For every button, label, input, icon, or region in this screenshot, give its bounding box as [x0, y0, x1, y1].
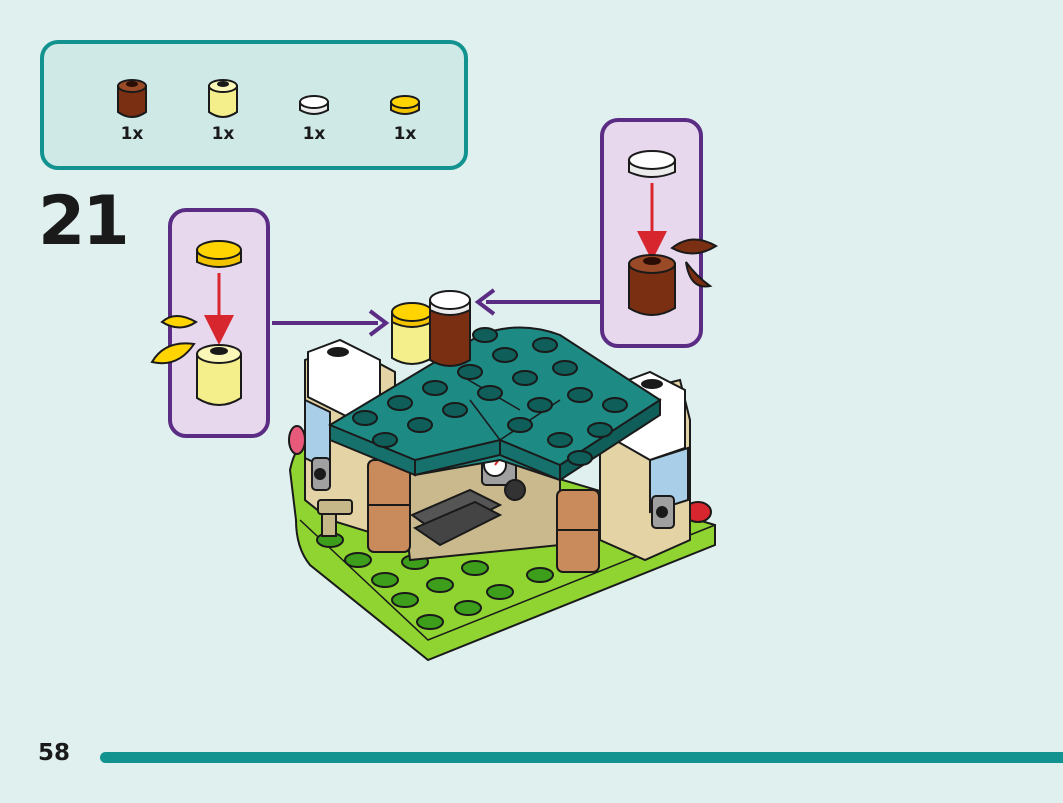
white-round-tile-icon [299, 95, 329, 115]
brown-brick-callout-icon [628, 254, 676, 316]
interior-details [409, 444, 526, 547]
page-progress-bar [100, 752, 1063, 763]
trans-yellow-brick-callout-icon [196, 344, 242, 406]
placement-arrow-right [474, 288, 600, 316]
grey-lamps [311, 457, 675, 537]
placed-trans-yellow-brick [391, 302, 433, 365]
step-number: 21 [38, 182, 130, 261]
parts-list-item: 1x [102, 72, 162, 152]
placement-arrow-left [272, 309, 390, 337]
pink-flower [288, 425, 306, 455]
part-quantity: 1x [120, 124, 144, 144]
page-number: 58 [38, 740, 71, 766]
placed-brown-brick [429, 290, 471, 367]
yellow-splash-icon [150, 315, 198, 365]
part-quantity: 1x [211, 124, 235, 144]
parts-list-panel: 1x 1x 1x 1x [40, 40, 468, 170]
brown-round-brick-icon [117, 79, 147, 118]
yellow-tile-callout-icon [196, 240, 242, 268]
white-tile-callout-icon [628, 150, 676, 178]
brown-splash-icon [670, 238, 718, 288]
part-quantity: 1x [393, 124, 417, 144]
parts-list-item: 1x [284, 72, 344, 152]
teal-roof [328, 326, 662, 482]
parts-list-item: 1x [375, 72, 435, 152]
part-quantity: 1x [302, 124, 326, 144]
roof-studs [352, 327, 628, 466]
trans-yellow-round-brick-icon [208, 79, 238, 118]
yellow-round-tile-icon [390, 95, 420, 115]
parts-list-item: 1x [193, 72, 253, 152]
